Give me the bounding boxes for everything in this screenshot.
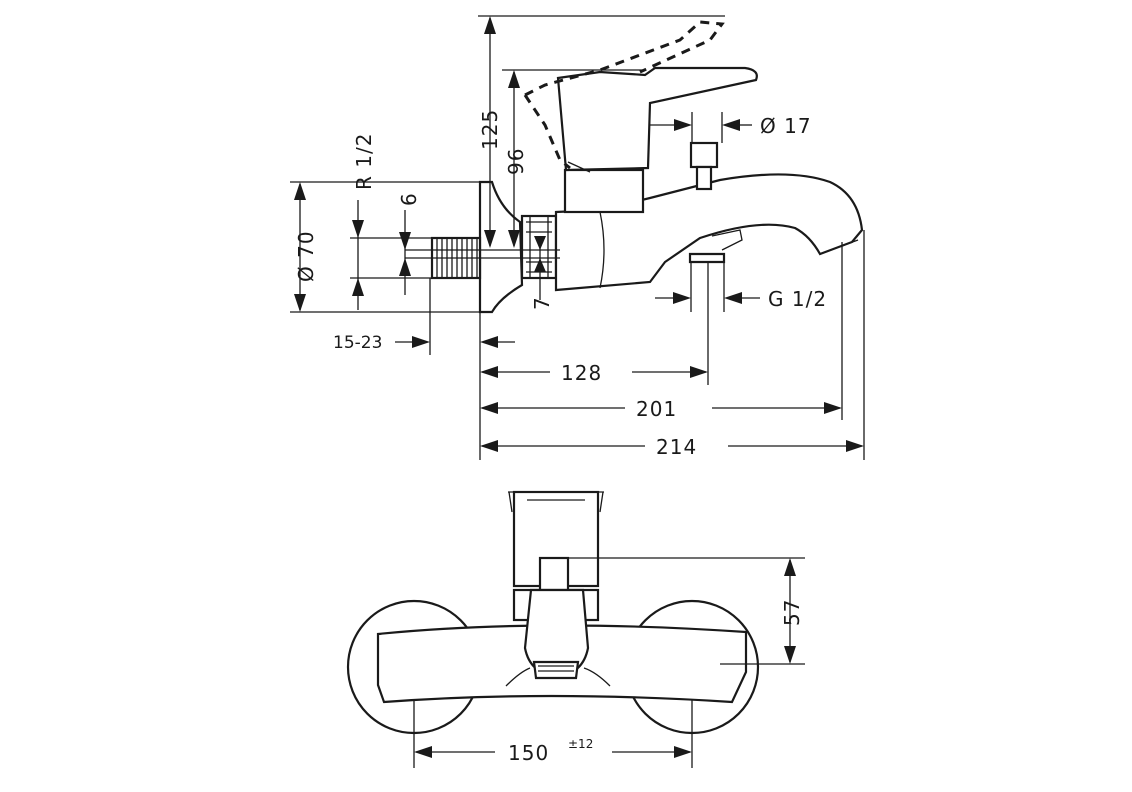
label-r12: R 1/2 [352,133,376,190]
label-d70: Ø 70 [294,230,318,282]
label-150-tolerance: ±12 [568,737,593,751]
label-7: 7 [530,296,554,310]
label-128: 128 [561,361,602,385]
dim-214 [480,440,864,452]
dim-g12 [655,292,760,304]
dim-125 [484,16,496,248]
label-125: 125 [478,109,502,150]
dim-r12 [352,200,364,310]
label-g12: G 1/2 [768,287,827,311]
dim-96 [508,70,520,248]
front-extension-lines [413,557,805,768]
outlet-connector [688,252,726,264]
lever-raised-outline [523,20,725,170]
dim-201 [480,402,842,414]
front-aerator [532,660,580,680]
label-57: 57 [780,599,804,626]
label-150: 150 [508,741,549,765]
dim-70 [294,182,306,312]
front-view: 57 150 ±12 [346,490,805,768]
label-214: 214 [656,435,697,459]
dim-d17 [650,112,752,143]
lever-handle [556,66,758,172]
label-d17: Ø 17 [760,114,812,138]
wall-rosette [478,180,524,314]
front-diverter [538,556,570,592]
diverter-knob [689,141,719,191]
side-view: 125 96 Ø 70 R 1/2 6 7 Ø 17 G 1/2 15-23 1… [290,15,865,460]
label-6: 6 [397,192,421,206]
dim-7 [534,236,546,300]
dim-150 [414,746,692,758]
cartridge-housing [563,168,645,214]
label-15-23: 15-23 [333,333,382,353]
dim-128 [480,366,708,378]
label-201: 201 [636,397,677,421]
dim-57 [784,558,796,664]
label-96: 96 [504,148,528,175]
extension-lines [290,15,865,460]
dim-15-23 [395,336,515,348]
dim-6 [399,210,411,295]
